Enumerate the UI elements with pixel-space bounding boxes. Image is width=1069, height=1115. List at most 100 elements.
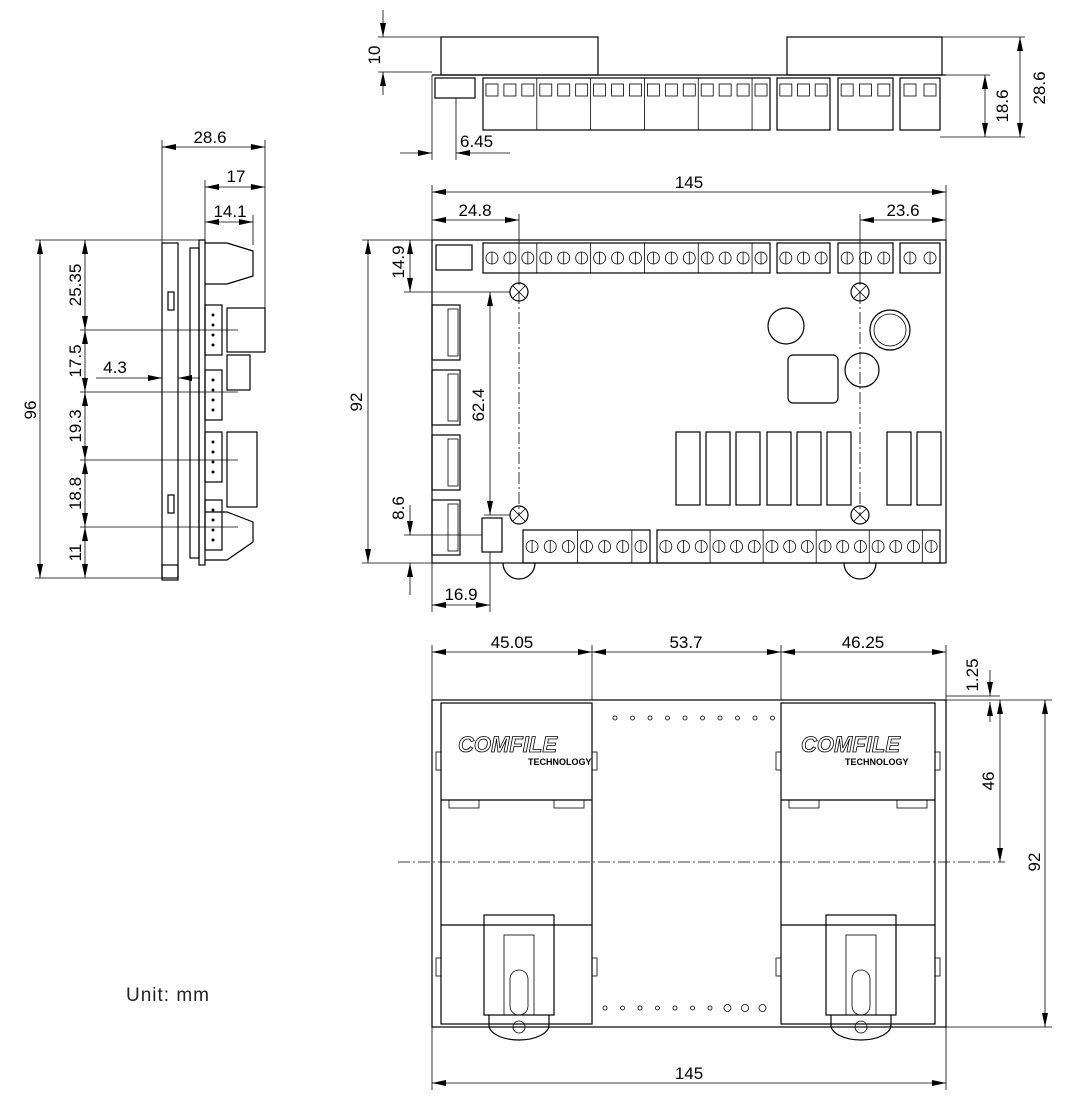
vent-dot bbox=[700, 715, 705, 721]
dim-bottom-1-25: 1.25 bbox=[963, 658, 982, 691]
din-clip-hole bbox=[854, 1020, 868, 1034]
dim-bottom-53-7: 53.7 bbox=[669, 633, 702, 652]
terminal-opening bbox=[718, 83, 732, 97]
connector bbox=[204, 499, 223, 551]
din-clip-slot bbox=[851, 969, 871, 1016]
dim-side-segment-label: 18.8 bbox=[66, 477, 85, 510]
side-connector bbox=[431, 304, 461, 361]
connector-pin bbox=[211, 388, 215, 392]
vent-dot bbox=[620, 1005, 625, 1011]
side-connector bbox=[431, 499, 461, 556]
side-connector bbox=[431, 369, 461, 426]
din-clip-slot bbox=[509, 969, 529, 1016]
side-tab bbox=[435, 751, 442, 771]
side-tab bbox=[934, 957, 941, 977]
dim-side-96: 96 bbox=[21, 401, 40, 420]
vent-dot bbox=[735, 715, 740, 721]
terminal-block bbox=[837, 77, 894, 131]
dim-bottom-46-25: 46.25 bbox=[842, 633, 885, 652]
latch bbox=[896, 799, 928, 809]
terminal-opening bbox=[557, 83, 571, 97]
connector-pin bbox=[211, 518, 215, 522]
terminal-block bbox=[837, 242, 894, 274]
din-clip-tab bbox=[488, 1015, 550, 1041]
relay bbox=[705, 431, 731, 506]
dim-side-segment-label: 25.35 bbox=[66, 264, 85, 307]
din-clip bbox=[825, 914, 897, 1016]
vent-dot bbox=[690, 1005, 695, 1011]
side-connector-inner bbox=[447, 503, 459, 552]
technology-logo: TECHNOLOGY bbox=[528, 757, 592, 767]
terminal-opening bbox=[923, 83, 937, 97]
terminal-opening bbox=[877, 83, 891, 97]
dim-top-10: 10 bbox=[365, 46, 384, 65]
connector-pin bbox=[211, 450, 215, 454]
terminal-opening bbox=[903, 83, 917, 97]
terminal-opening bbox=[521, 83, 535, 97]
relay bbox=[826, 431, 852, 506]
terminal-opening bbox=[840, 83, 854, 97]
terminal-opening bbox=[700, 83, 714, 97]
connector-pin bbox=[211, 460, 215, 464]
dim-plan-24-8: 24.8 bbox=[458, 201, 491, 220]
din-clip-inner bbox=[845, 934, 877, 1016]
top-elevation-view: 10 28.6 18.6 6.45 bbox=[365, 10, 1049, 160]
latch bbox=[788, 799, 820, 809]
dim-side-4-3: 4.3 bbox=[103, 358, 127, 377]
dim-top-28-6: 28.6 bbox=[1030, 71, 1049, 104]
vent-dot bbox=[672, 1005, 678, 1011]
comfile-logo: COMFILE bbox=[458, 732, 558, 757]
side-connector bbox=[431, 434, 461, 491]
mounting-hole bbox=[850, 505, 870, 525]
terminal-block bbox=[899, 242, 941, 274]
vent-dot bbox=[602, 1005, 608, 1011]
plan-view: 145 24.8 23.6 92 14.9 62.4 8.6 16.9 bbox=[347, 173, 947, 612]
side-connector-inner bbox=[447, 373, 459, 422]
connector-pin bbox=[211, 378, 215, 382]
module-housing bbox=[780, 702, 936, 1025]
vent-dot bbox=[770, 715, 775, 721]
dim-bottom-45-05: 45.05 bbox=[491, 633, 534, 652]
vent-dot bbox=[665, 715, 670, 721]
comfile-logo: COMFILE bbox=[801, 732, 901, 757]
vent-dot bbox=[752, 715, 758, 721]
terminal-block bbox=[776, 77, 831, 131]
dim-plan-145: 145 bbox=[675, 173, 703, 192]
terminal-opening bbox=[664, 83, 678, 97]
terminal-opening bbox=[797, 83, 810, 97]
dim-top-6-45: 6.45 bbox=[460, 132, 493, 151]
terminal-opening bbox=[647, 83, 660, 97]
dim-plan-62-4: 62.4 bbox=[469, 388, 488, 421]
din-clip-tab bbox=[830, 1015, 892, 1041]
dim-bottom-46: 46 bbox=[979, 772, 998, 791]
vent-dot bbox=[647, 715, 653, 721]
terminal-block bbox=[482, 242, 771, 274]
side-tab bbox=[591, 957, 598, 977]
dim-plan-92: 92 bbox=[347, 393, 366, 412]
terminal-opening bbox=[682, 83, 696, 97]
dim-top-18-6: 18.6 bbox=[993, 89, 1012, 122]
relay bbox=[796, 431, 822, 506]
terminal-opening bbox=[503, 83, 517, 97]
vent-dot bbox=[612, 715, 618, 721]
technology-logo: TECHNOLOGY bbox=[845, 757, 909, 767]
vent-dot bbox=[723, 1004, 732, 1012]
terminal-opening bbox=[575, 83, 589, 97]
connector-pin bbox=[211, 470, 215, 474]
dim-plan-16-9: 16.9 bbox=[444, 585, 477, 604]
terminal-opening bbox=[754, 83, 768, 97]
vent-dot bbox=[682, 715, 688, 721]
terminal-opening bbox=[629, 83, 642, 97]
relay bbox=[766, 431, 792, 506]
terminal-opening bbox=[539, 83, 553, 97]
vent-dot bbox=[655, 1005, 660, 1011]
terminal-opening bbox=[611, 83, 624, 97]
unit-label: Unit: mm bbox=[126, 985, 210, 1006]
side-connector-inner bbox=[447, 308, 459, 357]
dim-side-14-1: 14.1 bbox=[213, 202, 246, 221]
relay bbox=[886, 431, 912, 506]
connector-pin bbox=[211, 528, 215, 532]
connector-pin bbox=[211, 343, 215, 347]
